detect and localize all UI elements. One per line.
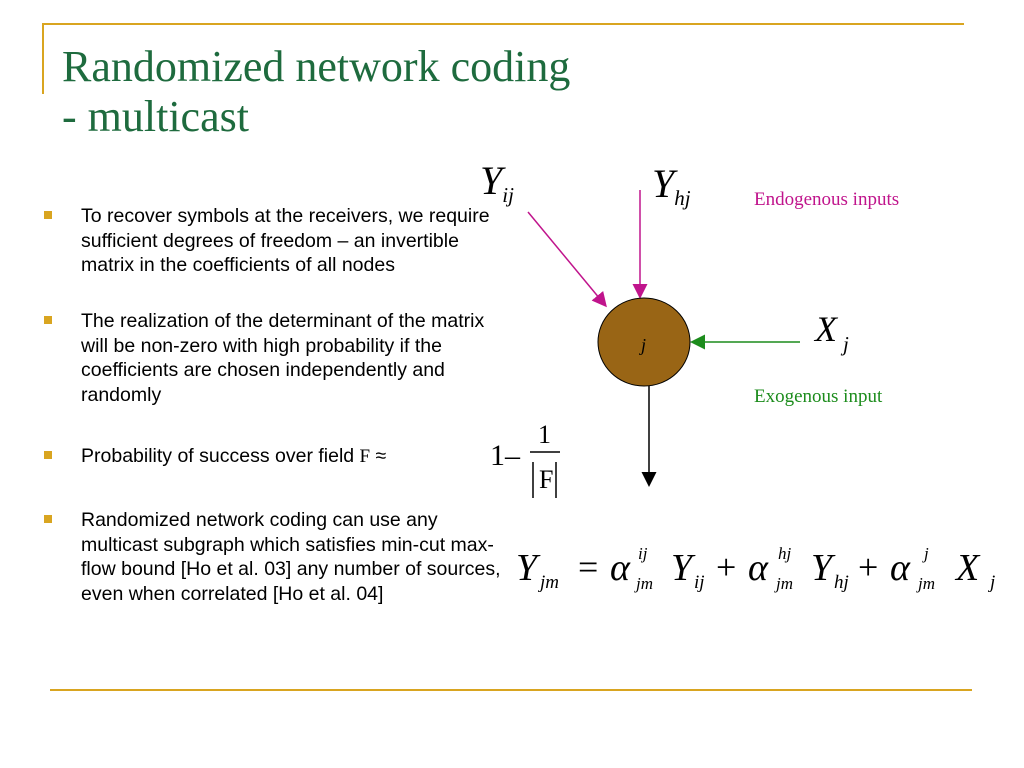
bullet-text: The realization of the determinant of th… — [81, 310, 485, 406]
eq-term2-var: Y — [811, 547, 833, 589]
probability-formula: 1– — [490, 439, 520, 473]
field-symbol: F — [359, 446, 371, 467]
formula-one: 1 — [490, 439, 505, 472]
y-hj-base: Y — [652, 161, 675, 206]
eq-term3-var: X — [956, 547, 980, 589]
fraction-denominator: F — [539, 465, 554, 494]
title-line-1: Randomized network coding — [62, 42, 571, 91]
eq-term1-sup: ij — [638, 544, 648, 563]
title-line-2: - multicast — [62, 92, 249, 141]
approx-symbol: ≈ — [375, 445, 387, 467]
node-j-label: j — [641, 335, 647, 355]
y-ij-sub: ij — [502, 183, 514, 207]
eq-alpha-3: α — [890, 547, 910, 589]
formula-minus: – — [505, 439, 520, 472]
eq-alpha-2: α — [748, 547, 768, 589]
eq-term1-var: Y — [671, 547, 693, 589]
node-j — [597, 297, 691, 387]
eq-lhs-base: Y — [516, 547, 538, 589]
fraction-numerator: 1 — [538, 420, 551, 449]
eq-term3-sub: jm — [918, 574, 935, 593]
eq-equals: = — [578, 547, 599, 587]
left-rule — [42, 23, 44, 94]
y-ij-base: Y — [480, 158, 503, 203]
eq-alpha-1: α — [610, 547, 630, 589]
eq-term1-sub: jm — [636, 574, 653, 593]
exogenous-label: Exogenous input — [754, 386, 883, 407]
eq-term2-sup: hj — [778, 544, 792, 563]
arrow-yij — [527, 211, 607, 308]
y-hj-symbol: Yhj — [652, 160, 691, 210]
bullet-marker-icon — [44, 316, 52, 324]
eq-term2-sub: jm — [776, 574, 793, 593]
eq-lhs-sub: jm — [540, 572, 559, 593]
bullet-marker-icon — [44, 211, 52, 219]
eq-plus-1: + — [716, 547, 737, 587]
x-j-base: X — [815, 309, 837, 349]
top-rule — [42, 23, 964, 25]
bullet-marker-icon — [44, 515, 52, 523]
probability-text: Probability of success over field — [81, 445, 360, 467]
eq-plus-2: + — [858, 547, 879, 587]
endogenous-label: Endogenous inputs — [754, 189, 900, 210]
y-hj-sub: hj — [674, 186, 691, 210]
bottom-rule — [50, 689, 972, 691]
eq-term2-var-sub: hj — [834, 572, 849, 593]
slide-title: Randomized network coding - multicast — [62, 42, 570, 142]
y-ij-symbol: Yij — [480, 157, 514, 207]
eq-term3-sup: j — [924, 544, 929, 563]
bullet-text: Probability of success over field F ≈ — [81, 444, 481, 470]
bullet-text: To recover symbols at the receivers, we … — [81, 205, 490, 276]
eq-term3-var-sub: j — [990, 572, 996, 593]
x-j-sub: j — [843, 332, 849, 356]
eq-term1-var-sub: ij — [694, 572, 705, 593]
bullet-text: Randomized network coding can use any mu… — [81, 509, 501, 605]
bullet-marker-icon — [44, 451, 52, 459]
